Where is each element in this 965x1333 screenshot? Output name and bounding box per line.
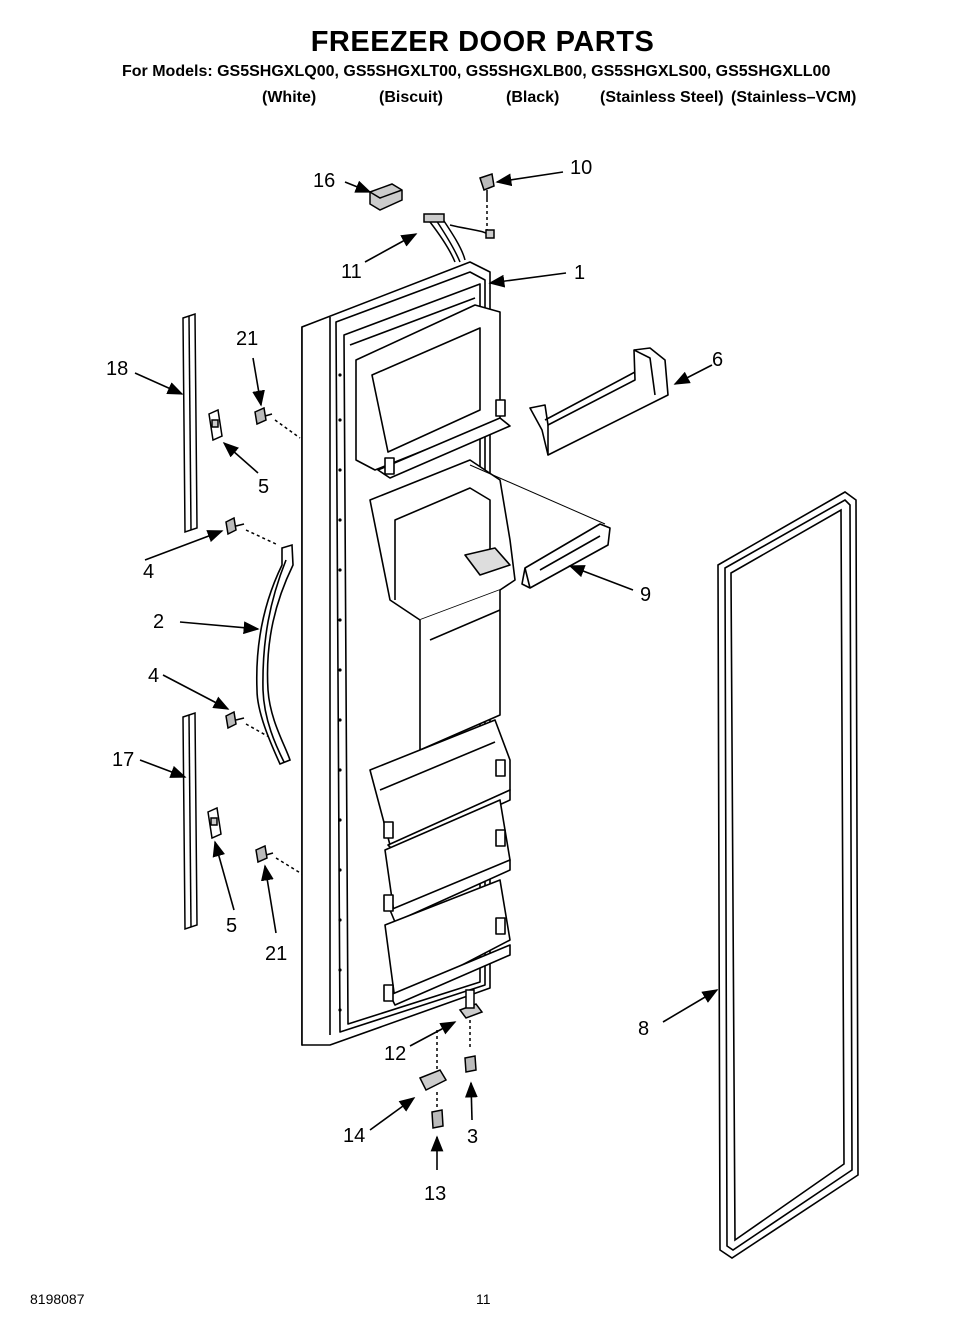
callout-21-upper: 21	[236, 328, 258, 350]
callout-6: 6	[712, 349, 723, 371]
callout-12: 12	[384, 1043, 406, 1065]
part-18-trim	[182, 312, 198, 534]
variant-white: (White)	[262, 89, 317, 106]
part-2-handle	[255, 543, 294, 766]
part-21-screw-lower	[255, 844, 303, 875]
variant-stainless-vcm: (Stainless–VCM)	[731, 89, 857, 106]
part-5-clip-lower	[207, 806, 222, 840]
page-title: FREEZER DOOR PARTS	[310, 26, 655, 58]
part-6-door-bin	[529, 347, 669, 456]
callout-13: 13	[424, 1183, 446, 1205]
part-5-clip-upper	[208, 408, 223, 442]
part-12-hinge-pin	[458, 989, 484, 1050]
callout-18: 18	[106, 358, 128, 380]
part-4-screw-upper	[225, 516, 279, 546]
callout-8: 8	[638, 1018, 649, 1040]
document-number: 8198087	[30, 1291, 85, 1307]
part-14-block	[418, 1030, 448, 1092]
variant-biscuit: (Biscuit)	[379, 89, 443, 106]
part-10-screw	[479, 173, 495, 232]
callout-17: 17	[112, 749, 134, 771]
callout-2: 2	[153, 611, 164, 633]
callout-labels: 16 10 11 1 18 21 5 6 4 2 4 17 9 5 21 8 1…	[106, 157, 723, 1205]
part-13-screw	[431, 1092, 444, 1129]
part-3-screw	[464, 1055, 477, 1073]
callout-9: 9	[640, 584, 651, 606]
part-17-trim	[182, 711, 198, 931]
part-11-wire-harness	[423, 213, 495, 263]
callout-5-lower: 5	[226, 915, 237, 937]
callout-4-upper: 4	[143, 561, 154, 583]
callout-3: 3	[467, 1126, 478, 1148]
part-16-connector	[369, 183, 403, 211]
models-line: For Models: GS5SHGXLQ00, GS5SHGXLT00, GS…	[122, 63, 831, 80]
callout-4-lower: 4	[148, 665, 159, 687]
leader-arrows	[134, 171, 719, 1170]
callout-1: 1	[574, 262, 585, 284]
callout-11: 11	[341, 261, 362, 283]
freezer-door	[301, 261, 516, 1046]
part-21-screw-upper	[254, 406, 301, 439]
callout-21-lower: 21	[265, 943, 287, 965]
variant-black: (Black)	[506, 89, 560, 106]
callout-16: 16	[313, 170, 335, 192]
callout-10: 10	[570, 157, 592, 179]
page-number: 11	[476, 1291, 491, 1307]
part-8-door-gasket	[717, 491, 859, 1259]
callout-5-upper: 5	[258, 476, 269, 498]
part-9-shelf-rail	[469, 464, 611, 589]
variant-stainless: (Stainless Steel)	[600, 89, 724, 106]
callout-14: 14	[343, 1125, 365, 1147]
